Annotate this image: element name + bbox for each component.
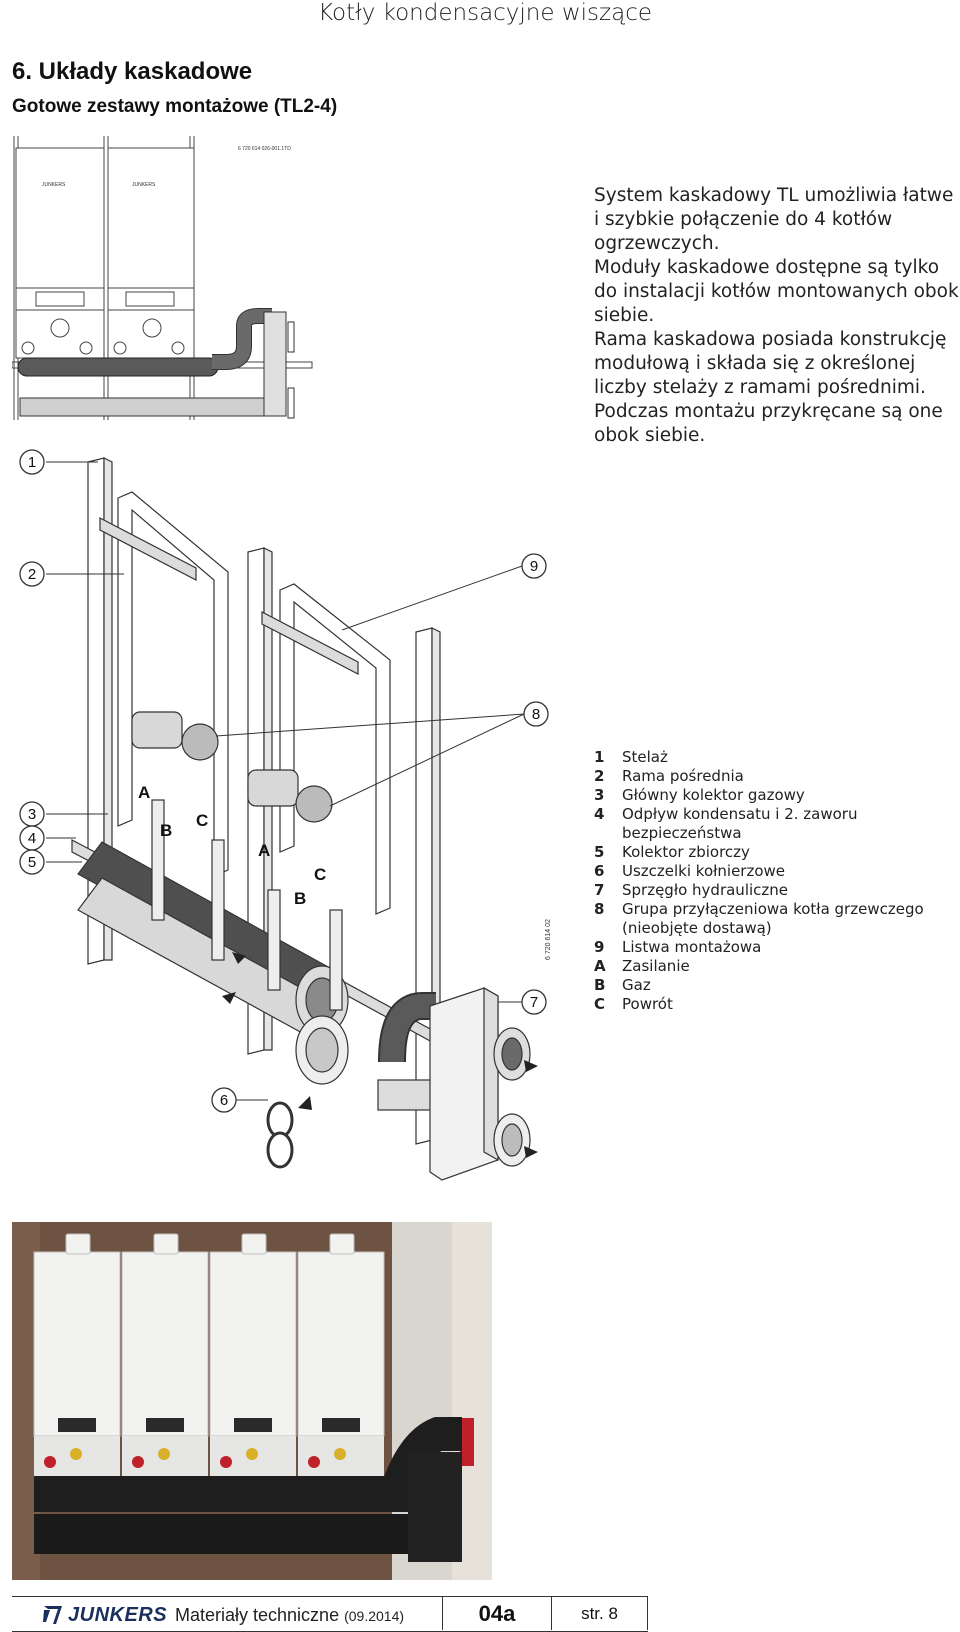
- legend-text: Sprzęgło hydrauliczne: [622, 881, 789, 899]
- legend-key: 1: [594, 748, 605, 766]
- label-c-2: C: [314, 865, 326, 884]
- footer-logo: JUNKERS: [42, 1603, 167, 1627]
- legend-item: 9 Listwa montażowa: [594, 938, 960, 957]
- callout-8: 8: [523, 701, 549, 727]
- legend-item: A Zasilanie: [594, 957, 960, 976]
- legend-item: 2 Rama pośrednia: [594, 767, 960, 786]
- legend-text: Rama pośrednia: [622, 767, 744, 785]
- top-figure-boilers: JUNKERS JUNKERS 6 720 614 026-001.1TD: [11, 136, 332, 442]
- legend-item: 5 Kolektor zbiorczy: [594, 843, 960, 862]
- main-figure-code: 6 720 614 02: [545, 919, 552, 960]
- legend-text: Grupa przyłączeniowa kotła grzewczego (n…: [622, 900, 924, 937]
- label-b-2: B: [294, 889, 306, 908]
- installation-photo: [12, 1222, 492, 1580]
- intro-paragraph-1: System kaskadowy TL umożliwia łatwe i sz…: [594, 185, 954, 254]
- top-figure-code: 6 720 614 026-001.1TD: [238, 146, 291, 152]
- legend-text: Stelaż: [622, 748, 668, 766]
- legend-key: 9: [594, 938, 605, 956]
- legend-key: 8: [594, 900, 605, 918]
- footer-brand: JUNKERS: [68, 1603, 168, 1626]
- svg-text:4: 4: [28, 830, 36, 847]
- intro-text: System kaskadowy TL umożliwia łatwe i sz…: [594, 184, 960, 448]
- boiler-brand-label-1: JUNKERS: [42, 182, 66, 188]
- svg-text:7: 7: [530, 994, 538, 1011]
- svg-text:3: 3: [28, 806, 36, 823]
- legend-text: Kolektor zbiorczy: [622, 843, 750, 861]
- legend-key: C: [594, 995, 606, 1013]
- footer-page-number: str. 8: [552, 1597, 648, 1630]
- intro-paragraph-3: Rama kaskadowa posiada konstrukcję moduł…: [594, 329, 947, 446]
- legend-key: 2: [594, 767, 605, 785]
- callout-6: 6: [211, 1087, 237, 1113]
- legend-item: 6 Uszczelki kołnierzowe: [594, 862, 960, 881]
- legend-item: 3 Główny kolektor gazowy: [594, 786, 960, 805]
- junkers-logo-icon: [43, 1606, 62, 1624]
- legend-text: Gaz: [622, 976, 651, 994]
- main-figure-cascade-frame: 1 2 9 8 3 4 5 7 6 A B C A B C 6 720 614 …: [12, 440, 572, 1200]
- svg-text:6: 6: [220, 1092, 228, 1109]
- label-a-2: A: [258, 841, 270, 860]
- footer-doc-date: (09.2014): [344, 1608, 405, 1624]
- boiler-brand-label-2: JUNKERS: [132, 182, 156, 188]
- footer-doc-title: Materiały techniczne: [175, 1605, 340, 1625]
- callout-4: 4: [19, 825, 45, 851]
- callout-3: 3: [19, 801, 45, 827]
- svg-text:9: 9: [530, 558, 538, 575]
- callout-1: 1: [19, 449, 45, 475]
- legend-text: Zasilanie: [622, 957, 690, 975]
- legend: 1 Stelaż 2 Rama pośrednia 3 Główny kolektor…: [594, 748, 960, 1014]
- section-title: 6. Układy kaskadowe: [12, 58, 253, 85]
- intro-paragraph-2: Moduły kaskadowe dostępne są tylko do in…: [594, 257, 959, 326]
- legend-item: B Gaz: [594, 976, 960, 995]
- legend-text: Powrót: [622, 995, 673, 1013]
- legend-key: B: [594, 976, 606, 994]
- svg-text:2: 2: [28, 566, 36, 583]
- header-title: Kotły kondensacyjne wiszące: [318, 0, 652, 26]
- legend-item: C Powrót: [594, 995, 960, 1014]
- legend-item: 1 Stelaż: [594, 748, 960, 767]
- section-subtitle: Gotowe zestawy montażowe (TL2-4): [12, 96, 338, 117]
- legend-key: 5: [594, 843, 605, 861]
- callout-2: 2: [19, 561, 45, 587]
- label-b-1: B: [160, 821, 172, 840]
- footer: JUNKERS Materiały techniczne (09.2014) 0…: [12, 1596, 648, 1632]
- legend-text: Główny kolektor gazowy: [622, 786, 805, 804]
- footer-doc-label: Materiały techniczne (09.2014): [175, 1605, 404, 1626]
- svg-text:5: 5: [28, 854, 36, 871]
- svg-text:1: 1: [28, 454, 36, 471]
- legend-key: A: [594, 957, 606, 975]
- callout-9: 9: [521, 553, 547, 579]
- callout-7: 7: [521, 989, 547, 1015]
- svg-text:8: 8: [532, 706, 540, 723]
- legend-key: 6: [594, 862, 605, 880]
- legend-item: 7 Sprzęgło hydrauliczne: [594, 881, 960, 900]
- label-a-1: A: [138, 783, 150, 802]
- legend-item: 4 Odpływ kondensatu i 2. zaworu bezpiecze…: [594, 805, 960, 843]
- legend-item: 8 Grupa przyłączeniowa kotła grzewczego (…: [594, 900, 960, 938]
- legend-key: 3: [594, 786, 605, 804]
- label-c-1: C: [196, 811, 208, 830]
- footer-section-code: 04a: [442, 1597, 552, 1630]
- legend-text: Uszczelki kołnierzowe: [622, 862, 786, 880]
- legend-key: 4: [594, 805, 605, 823]
- callout-5: 5: [19, 849, 45, 875]
- legend-text: Listwa montażowa: [622, 938, 762, 956]
- legend-text: Odpływ kondensatu i 2. zaworu bezpieczeń…: [622, 805, 858, 842]
- legend-key: 7: [594, 881, 605, 899]
